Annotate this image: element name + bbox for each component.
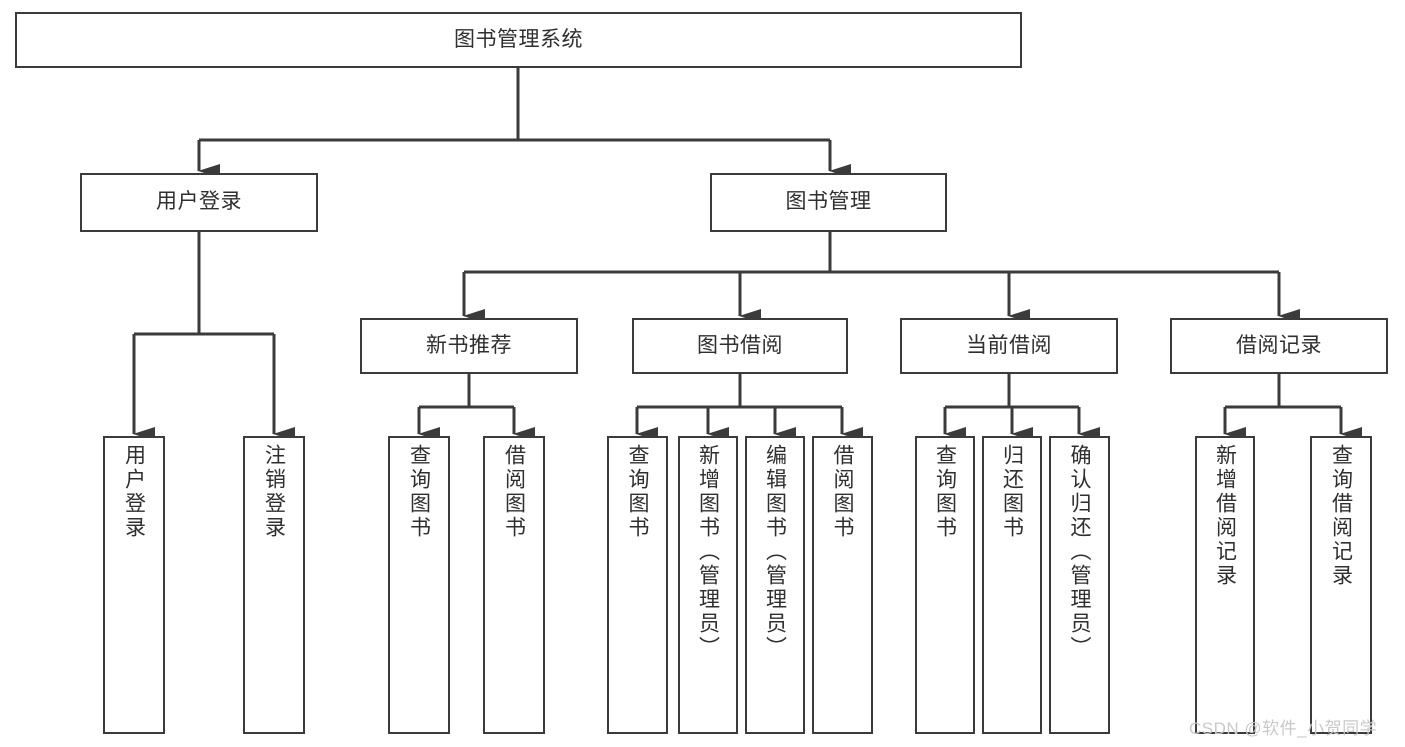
node-root-system[interactable]: 图书管理系统	[15, 12, 1022, 68]
node-book-manage-label: 图书管理	[785, 190, 872, 214]
node-leaf-return-book[interactable]: 归还图书	[982, 436, 1042, 734]
node-leaf-edit-book-admin[interactable]: 编辑图书（管理员）	[745, 436, 805, 734]
node-leaf-add-book-admin-label: 新增图书（管理员）	[696, 444, 720, 660]
node-leaf-query-borrow-record-label: 查询借阅记录	[1329, 444, 1353, 588]
node-leaf-borrow-book-2[interactable]: 借阅图书	[812, 436, 873, 734]
node-leaf-query-borrow-record[interactable]: 查询借阅记录	[1310, 436, 1372, 734]
node-leaf-borrow-book-1[interactable]: 借阅图书	[483, 436, 545, 734]
node-leaf-user-login[interactable]: 用户登录	[103, 436, 165, 734]
node-leaf-add-book-admin[interactable]: 新增图书（管理员）	[678, 436, 738, 734]
node-book-borrow[interactable]: 图书借阅	[632, 318, 848, 374]
node-user-login-label: 用户登录	[156, 190, 242, 214]
node-current-borrow-label: 当前借阅	[966, 333, 1052, 357]
node-book-borrow-label: 图书借阅	[697, 333, 783, 357]
node-leaf-add-borrow-record[interactable]: 新增借阅记录	[1195, 436, 1255, 734]
node-leaf-confirm-return-admin-label: 确认归还（管理员）	[1068, 444, 1091, 660]
node-user-login[interactable]: 用户登录	[80, 173, 318, 232]
node-leaf-query-book-1[interactable]: 查询图书	[388, 436, 450, 734]
node-leaf-query-book-3[interactable]: 查询图书	[915, 436, 975, 734]
node-leaf-query-book-1-label: 查询图书	[407, 444, 431, 540]
node-new-book-recommend[interactable]: 新书推荐	[360, 318, 578, 374]
node-book-manage[interactable]: 图书管理	[710, 173, 947, 232]
node-new-book-recommend-label: 新书推荐	[426, 333, 512, 357]
node-leaf-edit-book-admin-label: 编辑图书（管理员）	[763, 444, 787, 660]
node-leaf-user-logout[interactable]: 注销登录	[243, 436, 305, 734]
node-leaf-query-book-2[interactable]: 查询图书	[607, 436, 668, 734]
node-leaf-add-borrow-record-label: 新增借阅记录	[1213, 444, 1237, 588]
node-current-borrow[interactable]: 当前借阅	[900, 318, 1118, 374]
node-borrow-record-label: 借阅记录	[1236, 333, 1322, 357]
node-leaf-user-logout-label: 注销登录	[262, 444, 286, 540]
node-leaf-return-book-label: 归还图书	[1000, 444, 1024, 540]
node-leaf-borrow-book-1-label: 借阅图书	[502, 444, 526, 540]
node-root-label: 图书管理系统	[454, 27, 583, 51]
node-leaf-query-book-3-label: 查询图书	[933, 444, 957, 540]
node-leaf-user-login-label: 用户登录	[122, 444, 146, 540]
node-leaf-borrow-book-2-label: 借阅图书	[831, 444, 854, 540]
node-leaf-confirm-return-admin[interactable]: 确认归还（管理员）	[1049, 436, 1110, 734]
node-borrow-record[interactable]: 借阅记录	[1170, 318, 1388, 374]
node-leaf-query-book-2-label: 查询图书	[626, 444, 649, 540]
